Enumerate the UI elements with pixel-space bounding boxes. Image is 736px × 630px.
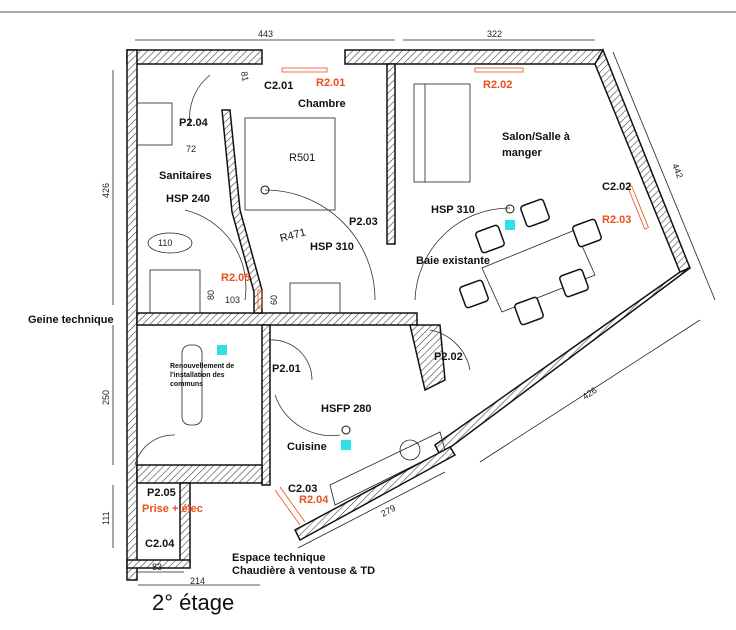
furniture — [136, 83, 602, 506]
dim-left-upper: 426 — [101, 183, 111, 198]
label-p201: P2.01 — [272, 363, 301, 375]
light-point-icon — [505, 204, 515, 214]
light-point-icon — [260, 185, 270, 195]
label-espace-2: Chaudière à ventouse & TD — [232, 565, 375, 577]
dim-left-middle: 250 — [101, 390, 111, 405]
room-salon-line1: Salon/Salle à — [502, 131, 571, 143]
stair-core — [181, 344, 203, 426]
sink — [399, 439, 421, 461]
walls — [126, 48, 691, 581]
label-c202: C2.02 — [602, 181, 631, 193]
label-c201: C2.01 — [264, 80, 293, 92]
wc — [147, 232, 193, 254]
label-r471: R471 — [279, 227, 308, 245]
plan-title: 2° étage — [152, 590, 234, 615]
washbasin — [136, 102, 173, 146]
dim-cabinet: 60 — [269, 295, 279, 305]
label-r202: R2.02 — [483, 79, 512, 91]
dimension-lines — [112, 39, 716, 586]
dimension-labels: 443 322 426 442 426 279 250 111 83 214 8… — [101, 29, 685, 586]
room-chambre: Chambre — [298, 98, 346, 110]
wardrobe — [289, 282, 341, 314]
light-cuisine-icon — [341, 440, 351, 450]
dim-right-slant: 442 — [670, 162, 685, 180]
label-r205: R2.05 — [221, 272, 250, 284]
dining-table — [481, 229, 596, 313]
label-p205: P2.05 — [147, 487, 176, 499]
room-cuisine: Cuisine — [287, 441, 327, 453]
label-renouv-1: Renouvellement de — [170, 363, 234, 370]
room-salon-line2: manger — [502, 147, 542, 159]
light-point-icon — [341, 425, 351, 435]
label-r501: R501 — [289, 152, 315, 164]
label-renouv-3: communs — [170, 381, 203, 388]
dim-kitchen-slant: 279 — [379, 503, 397, 519]
dim-basin: 72 — [186, 144, 196, 154]
dim-bottom-small: 83 — [152, 562, 162, 572]
door-swings — [134, 74, 511, 466]
radiators — [257, 67, 649, 526]
shower — [149, 269, 201, 314]
height-cuisine: HSFP 280 — [321, 403, 372, 415]
label-r201: R2.01 — [316, 77, 345, 89]
height-sanitaires: HSP 240 — [166, 193, 210, 205]
bed — [244, 117, 336, 211]
label-prise: Prise + élec — [142, 503, 203, 515]
room-sanitaires: Sanitaires — [159, 170, 212, 182]
dim-left-lower: 111 — [101, 511, 111, 525]
label-p202: P2.02 — [434, 351, 463, 363]
label-r203: R2.03 — [602, 214, 631, 226]
light-stair-icon — [217, 345, 227, 355]
label-espace-1: Espace technique — [232, 552, 326, 564]
light-salon-icon — [505, 220, 515, 230]
height-salon: HSP 310 — [431, 204, 475, 216]
dim-top-right: 322 — [487, 29, 502, 39]
dim-shower-103: 103 — [225, 295, 240, 305]
label-renouv-2: l'installation des — [170, 372, 225, 379]
label-p204: P2.04 — [179, 117, 209, 129]
dim-wc: 110 — [158, 238, 172, 248]
height-chambre: HSP 310 — [310, 241, 354, 253]
dim-shower-80: 80 — [206, 290, 216, 300]
dim-door: 81 — [239, 71, 251, 83]
labels: C2.01 R2.01 Chambre P2.04 R501 Sanitaire… — [28, 77, 631, 615]
label-c203: C2.03 — [288, 483, 317, 495]
dim-bottom-wide: 214 — [190, 576, 205, 586]
label-baie: Baie existante — [416, 255, 490, 267]
ceiling-lights — [217, 220, 515, 450]
sofa — [413, 83, 471, 183]
label-c204: C2.04 — [145, 538, 175, 550]
label-p203: P2.03 — [349, 216, 378, 228]
label-r204: R2.04 — [299, 494, 329, 506]
label-gaine: Geine technique — [28, 314, 114, 326]
kitchen-counter — [329, 431, 446, 506]
dim-top-left: 443 — [258, 29, 273, 39]
